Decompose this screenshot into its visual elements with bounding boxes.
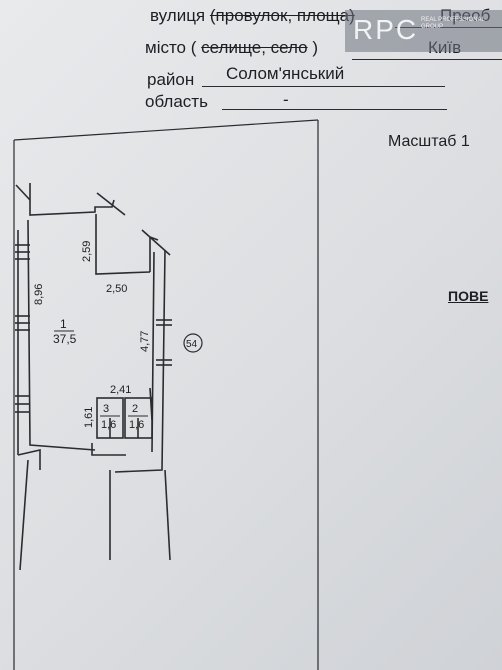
watermark-logo: RPC REAL PROFESSIONAL GROUP: [345, 10, 502, 52]
district-label: район: [147, 70, 195, 89]
room-2-area: 1,6: [129, 419, 144, 431]
street-label: вулиця: [150, 6, 206, 25]
dimension-1-61: 1,61: [83, 407, 95, 428]
city-label: місто (: [145, 38, 197, 57]
dimension-8-96: 8,96: [33, 284, 45, 305]
street-struck-options: (провулок, площа): [209, 6, 355, 25]
room-1-area: 37,5: [53, 332, 77, 346]
region-value: -: [283, 90, 289, 109]
region-underline: [222, 109, 447, 110]
district-line: район: [147, 70, 194, 90]
district-underline: [202, 86, 445, 87]
city-struck-options: селище, село: [201, 38, 308, 57]
watermark-tagline: REAL PROFESSIONAL GROUP: [421, 17, 485, 30]
building-number-circle: [183, 333, 203, 353]
building-number: 54: [186, 339, 198, 350]
region-label: область: [145, 92, 208, 111]
region-line: область: [145, 92, 208, 112]
district-value: Солом'янський: [226, 64, 345, 83]
scale-label: Масштаб 1: [388, 133, 470, 150]
room-walls: [15, 183, 172, 571]
floor-label: ПОВЕ: [448, 288, 489, 304]
street-line: вулиця (провулок, площа): [150, 6, 355, 26]
dimension-2-59: 2,59: [81, 241, 93, 262]
room-1-number: 1: [60, 317, 67, 331]
room-3-number: 3: [103, 403, 109, 415]
city-line: місто ( селище, село ): [145, 38, 318, 58]
watermark-logo-text: RPC: [353, 14, 419, 45]
city-underline: [352, 59, 502, 60]
dimension-2-50: 2,50: [106, 283, 127, 295]
room-3-area: 1,6: [101, 419, 116, 431]
dimension-2-41: 2,41: [110, 384, 131, 396]
room-2-number: 2: [132, 403, 138, 415]
drawing-frame: [13, 119, 319, 670]
dimension-4-77: 4,77: [139, 331, 151, 352]
city-close-paren: ): [312, 38, 319, 57]
